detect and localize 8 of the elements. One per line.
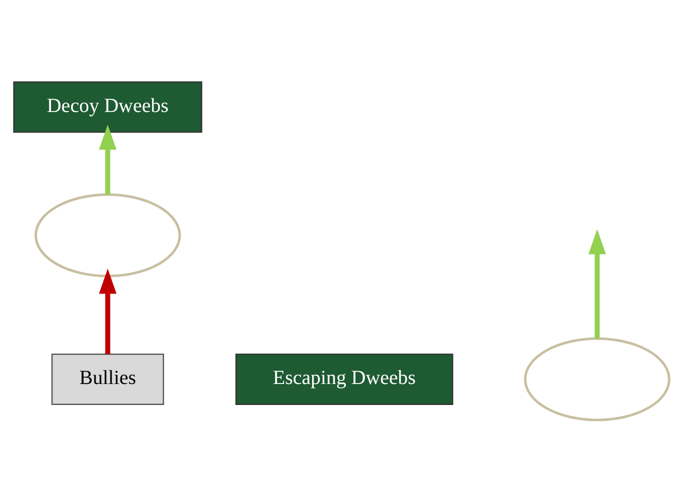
node-box: Decoy Dweebs	[13, 80, 202, 132]
node-cloud	[34, 192, 181, 277]
arrow	[98, 124, 117, 194]
arrow	[588, 228, 606, 338]
node-box: Escaping Dweebs	[235, 353, 454, 404]
node-cloud	[524, 336, 670, 421]
node-box: Bullies	[51, 353, 164, 404]
arrow	[98, 268, 117, 354]
